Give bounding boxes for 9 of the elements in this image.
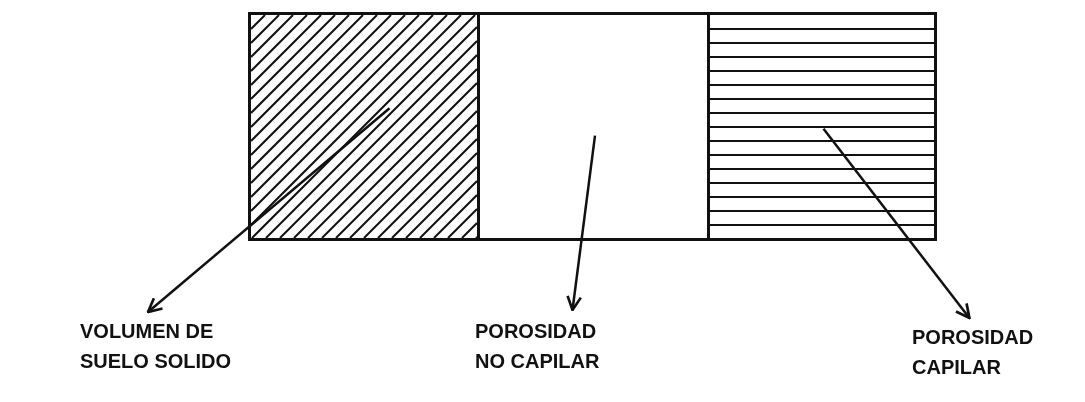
part-label: VOLUMEN DE SUELO SOLIDO [80,316,250,376]
arrow [822,128,971,320]
part-label: POROSIDAD NO CAPILAR [475,316,600,376]
arrow [146,107,391,314]
empty-section [480,12,710,241]
lined-section [710,12,937,241]
hatched-section [248,12,480,241]
arrow [566,135,597,312]
part-label: POROSIDAD CAPILAR [912,322,1052,382]
